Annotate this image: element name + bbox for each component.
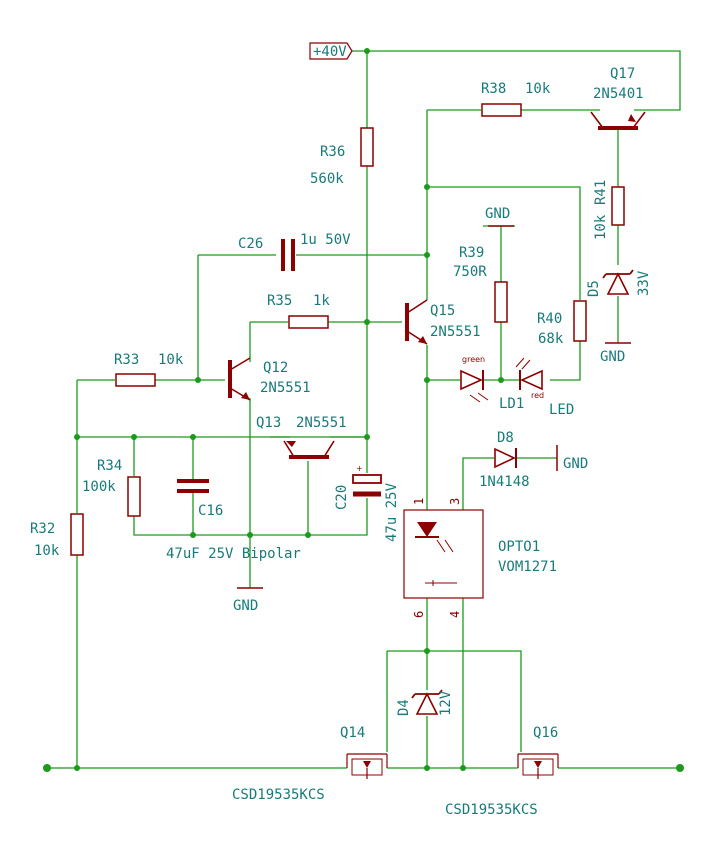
svg-text:33V: 33V bbox=[636, 270, 652, 296]
svg-text:R33: R33 bbox=[114, 352, 139, 368]
svg-text:OPTO1: OPTO1 bbox=[498, 539, 540, 555]
svg-text:Q13: Q13 bbox=[256, 415, 281, 431]
optocoupler-opto1: 1 3 6 4 OPTO1 VOM1271 bbox=[403, 498, 557, 618]
svg-text:100k: 100k bbox=[82, 479, 116, 495]
resistor-r34: R34 100k bbox=[82, 458, 141, 517]
svg-text:Q17: Q17 bbox=[610, 66, 635, 82]
svg-text:68k: 68k bbox=[538, 331, 564, 347]
svg-text:D5: D5 bbox=[586, 280, 602, 297]
svg-text:1N4148: 1N4148 bbox=[479, 474, 530, 490]
svg-text:R39: R39 bbox=[459, 245, 484, 261]
svg-text:VOM1271: VOM1271 bbox=[498, 559, 557, 575]
svg-text:560k: 560k bbox=[310, 171, 344, 187]
svg-text:R36: R36 bbox=[320, 144, 345, 160]
svg-text:47uF 25V Bipolar: 47uF 25V Bipolar bbox=[166, 546, 301, 562]
svg-text:GND: GND bbox=[485, 206, 510, 222]
gnd-symbol-r39: GND bbox=[485, 206, 514, 227]
transistor-q17: Q17 2N5401 bbox=[590, 66, 646, 130]
svg-text:2N5551: 2N5551 bbox=[296, 415, 347, 431]
svg-text:10k: 10k bbox=[593, 214, 609, 240]
svg-text:D4: D4 bbox=[396, 699, 412, 716]
zener-d5: D5 33V bbox=[586, 269, 652, 297]
svg-text:12V: 12V bbox=[438, 690, 454, 716]
svg-text:47u 25V: 47u 25V bbox=[384, 482, 400, 542]
power-flag-40v: +40V bbox=[309, 42, 353, 60]
svg-text:Q16: Q16 bbox=[533, 725, 558, 741]
transistor-q13: Q13 2N5551 bbox=[256, 415, 347, 459]
led-ld1: green red LD1 LED bbox=[460, 355, 574, 418]
svg-text:Q15: Q15 bbox=[430, 303, 455, 319]
svg-text:4: 4 bbox=[448, 611, 462, 618]
svg-text:R35: R35 bbox=[267, 293, 292, 309]
svg-text:LD1: LD1 bbox=[499, 396, 524, 412]
resistor-r33: R33 10k bbox=[114, 352, 184, 387]
svg-text:GND: GND bbox=[600, 349, 625, 365]
svg-text:6: 6 bbox=[412, 611, 426, 618]
svg-text:3: 3 bbox=[448, 498, 462, 505]
svg-text:D8: D8 bbox=[497, 430, 514, 446]
gnd-symbol-q12: GND bbox=[233, 587, 263, 614]
gnd-symbol-d5: GND bbox=[600, 342, 631, 365]
svg-text:R32: R32 bbox=[30, 521, 55, 537]
svg-text:10k: 10k bbox=[525, 81, 551, 97]
svg-text:Q14: Q14 bbox=[340, 725, 365, 741]
svg-text:1u 50V: 1u 50V bbox=[300, 232, 351, 248]
svg-text:10k: 10k bbox=[158, 352, 184, 368]
transistor-q15: Q15 2N5551 bbox=[405, 299, 481, 345]
svg-text:C16: C16 bbox=[198, 503, 223, 519]
svg-text:R38: R38 bbox=[481, 81, 506, 97]
mosfet-q14: Q14 CSD19535KCS bbox=[232, 725, 388, 803]
svg-text:2N5551: 2N5551 bbox=[430, 324, 481, 340]
svg-text:+: + bbox=[356, 464, 363, 473]
svg-text:CSD19535KCS: CSD19535KCS bbox=[445, 802, 538, 818]
svg-text:1: 1 bbox=[412, 498, 426, 505]
capacitor-c20: + C20 47u 25V bbox=[334, 464, 400, 542]
svg-text:750R: 750R bbox=[453, 264, 487, 280]
svg-text:R41: R41 bbox=[593, 180, 609, 205]
resistor-r40: R40 68k bbox=[537, 300, 587, 347]
svg-text:CSD19535KCS: CSD19535KCS bbox=[232, 787, 325, 803]
wires bbox=[47, 50, 681, 769]
transistor-q12: Q12 2N5551 bbox=[228, 357, 311, 401]
junction-dots bbox=[43, 48, 684, 772]
capacitor-c26: C26 1u 50V bbox=[238, 232, 351, 271]
svg-text:GND: GND bbox=[233, 598, 258, 614]
svg-text:2N5551: 2N5551 bbox=[260, 380, 311, 396]
resistor-r36: R36 560k bbox=[310, 127, 374, 187]
svg-text:+40V: +40V bbox=[313, 44, 347, 60]
resistor-r38: R38 10k bbox=[481, 81, 551, 117]
resistor-r32: R32 10k bbox=[30, 513, 84, 559]
svg-text:1k: 1k bbox=[313, 293, 330, 309]
svg-text:Q12: Q12 bbox=[263, 360, 288, 376]
svg-text:LED: LED bbox=[549, 402, 574, 418]
svg-text:2N5401: 2N5401 bbox=[593, 86, 644, 102]
zener-d4: D4 12V bbox=[396, 689, 454, 716]
diode-d8: D8 1N4148 bbox=[479, 430, 530, 490]
svg-text:R40: R40 bbox=[537, 311, 562, 327]
svg-text:C26: C26 bbox=[238, 236, 263, 252]
svg-text:green: green bbox=[462, 355, 485, 364]
resistor-r39: R39 750R bbox=[453, 245, 508, 323]
mosfet-q16: Q16 CSD19535KCS bbox=[445, 725, 559, 818]
svg-text:10k: 10k bbox=[34, 543, 60, 559]
svg-text:R34: R34 bbox=[97, 458, 122, 474]
svg-text:red: red bbox=[531, 391, 544, 400]
gnd-symbol-d8: GND bbox=[556, 445, 588, 472]
resistor-r35: R35 1k bbox=[267, 293, 330, 329]
resistor-r41: R41 10k bbox=[593, 180, 625, 240]
svg-text:C20: C20 bbox=[334, 485, 350, 510]
svg-text:GND: GND bbox=[563, 456, 588, 472]
capacitor-c16: C16 47uF 25V Bipolar bbox=[166, 479, 301, 562]
